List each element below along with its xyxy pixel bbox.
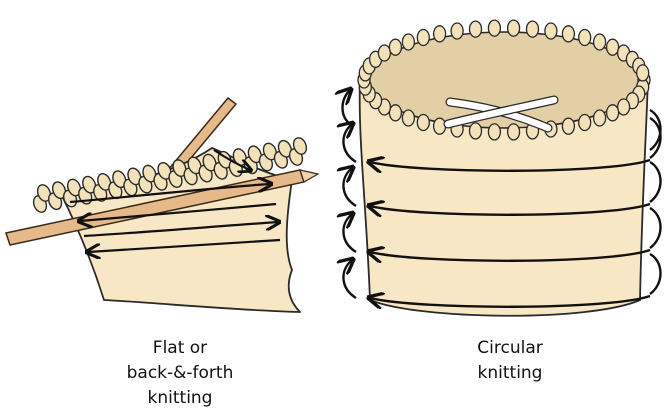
stitch-loop — [434, 26, 446, 42]
stitch-loop — [579, 30, 591, 46]
stitch-loop — [594, 34, 606, 50]
stitch-loop — [508, 124, 520, 140]
stitch-loop — [389, 39, 401, 55]
caption-line: knitting — [440, 361, 580, 386]
caption-line: back-&-forth — [90, 361, 270, 386]
stitch-loop — [417, 115, 429, 131]
spiral-segment — [650, 254, 661, 294]
stitch-loop — [488, 20, 500, 36]
caption-line: Flat or — [90, 336, 270, 361]
stitch-loop — [607, 39, 619, 55]
stitch-loop — [451, 23, 463, 39]
stitch-loop — [637, 65, 649, 81]
stitch-loop — [618, 99, 630, 115]
stitch-loop — [389, 105, 401, 121]
stitch-loop — [434, 118, 446, 134]
caption-line: Circular — [440, 336, 580, 361]
stitch-loop — [545, 23, 557, 39]
stitch-loop — [470, 123, 482, 139]
stitch-loop — [402, 110, 414, 126]
direction-arrow-icon — [343, 260, 356, 298]
stitch-loop — [402, 34, 414, 50]
stitch-loop — [562, 26, 574, 42]
direction-arrow-icon — [343, 124, 356, 162]
stitch-loop — [594, 110, 606, 126]
spiral-segment — [650, 162, 661, 202]
stitch-loop — [562, 118, 574, 134]
flat-knitting-illustration — [6, 98, 318, 312]
circular-knitting-illustration — [343, 20, 661, 316]
flat-knitting-caption: Flat or back-&-forth knitting — [90, 336, 270, 411]
direction-arrow-icon — [343, 214, 356, 252]
stitch-loop — [488, 124, 500, 140]
stitch-loop — [378, 45, 390, 61]
stitch-loop — [527, 21, 539, 37]
stitch-loop — [579, 115, 591, 131]
spiral-segment — [650, 208, 661, 248]
stitch-loop — [607, 105, 619, 121]
stitch-loop — [508, 20, 520, 36]
circular-knitting-caption: Circular knitting — [440, 336, 580, 386]
stitch-loop — [470, 21, 482, 37]
direction-arrow-icon — [343, 90, 351, 124]
direction-arrow-icon — [343, 168, 356, 206]
stitch-loop — [417, 30, 429, 46]
caption-line: knitting — [90, 386, 270, 411]
